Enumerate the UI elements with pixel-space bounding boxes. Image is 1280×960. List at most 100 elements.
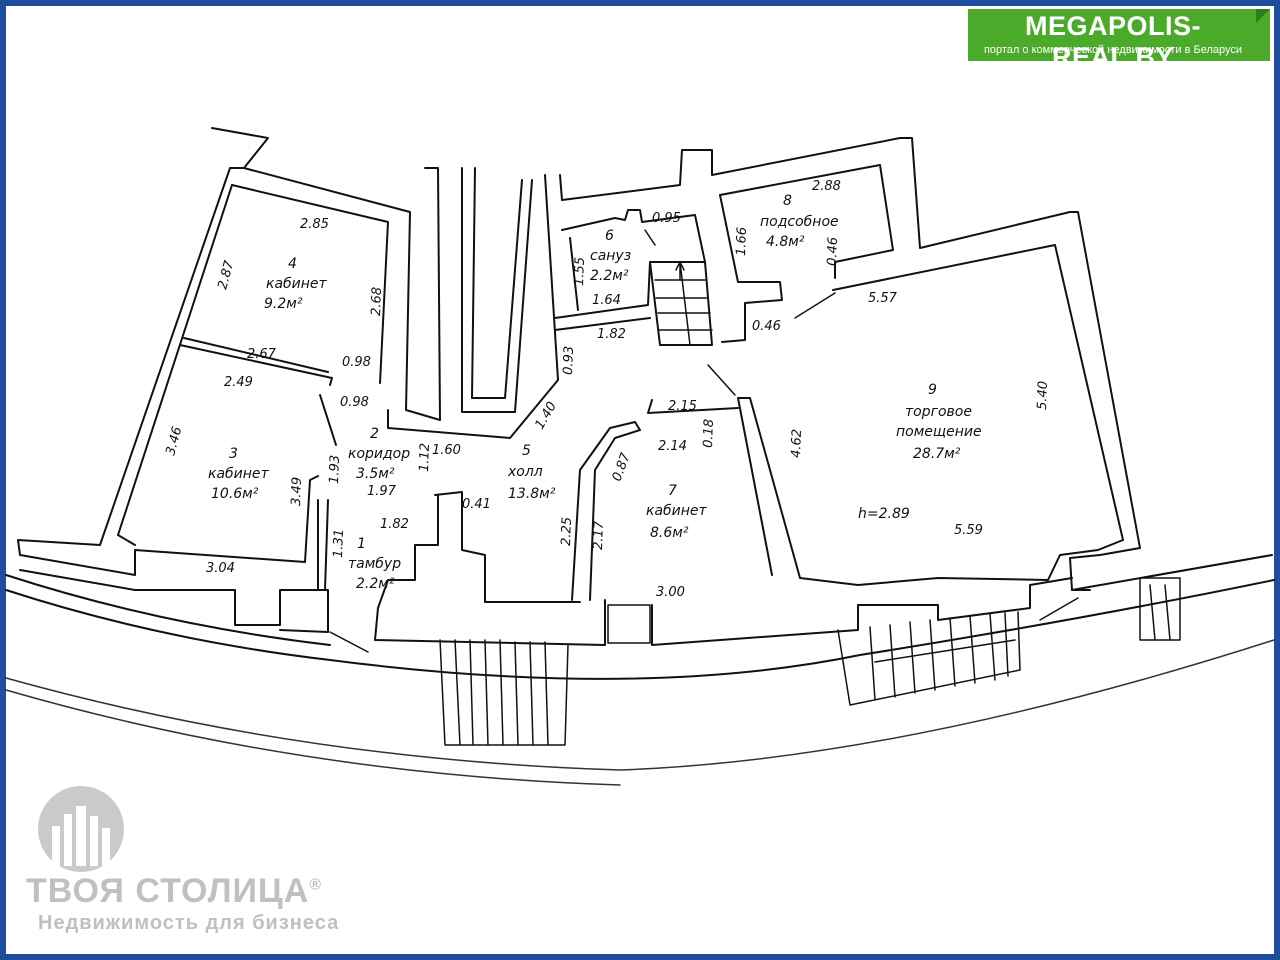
wall-left-inner (117, 184, 233, 546)
room-8-number: 8 (783, 193, 792, 209)
brand-name: MEGAPOLIS-REAL.BY (1024, 11, 1201, 72)
room-9-name-2: помещение (896, 424, 982, 440)
dim-1-55: 1.55 (572, 257, 588, 286)
dim-0-98a: 0.98 (342, 355, 371, 370)
wall-upper-mid (559, 137, 1141, 591)
dim-3-46: 3.46 (163, 425, 185, 457)
door-arc-3 (1039, 597, 1079, 621)
dim-2-17: 2.17 (591, 520, 607, 550)
dim-2-87: 2.87 (215, 258, 237, 291)
watermark-title-text: ТВОЯ СТОЛИЦА (26, 872, 310, 910)
room-2-area: 3.5м² (356, 466, 395, 482)
plan-frame (6, 6, 1274, 954)
dim-0-87: 0.87 (610, 450, 634, 483)
dim-1-82b: 1.82 (597, 327, 626, 342)
sidewalk-curve-2 (5, 689, 621, 786)
room-7-name: кабинет (646, 503, 708, 519)
wall-entrance-tamb (317, 499, 329, 591)
wall-stairs-box (649, 261, 713, 346)
ceiling-height: h=2.89 (858, 506, 910, 522)
wall-hall-bottom (554, 317, 651, 331)
registered-mark: ® (309, 876, 323, 894)
sidewalk-curve (5, 639, 1275, 771)
wall-front-right2 (1071, 554, 1273, 591)
dim-3-00: 3.00 (656, 585, 685, 600)
dim-2-25: 2.25 (559, 517, 575, 546)
brand-banner[interactable]: MEGAPOLIS-REAL.BY портал о коммерческой … (968, 9, 1270, 72)
dim-0-46b: 0.46 (752, 319, 781, 334)
front-stairs (439, 639, 569, 746)
wall-office8-left (719, 194, 783, 343)
room-7-area: 8.6м² (650, 525, 689, 541)
door-arc-5 (644, 229, 656, 246)
wall-room9-inner (737, 244, 1124, 586)
dim-2-68: 2.68 (369, 287, 385, 316)
wall-left-outer (17, 127, 319, 576)
dim-1-64: 1.64 (592, 293, 621, 308)
dim-1-60: 1.60 (432, 443, 461, 458)
room-3-number: 3 (229, 446, 238, 462)
dim-0-41: 0.41 (462, 497, 491, 512)
wall-partition-34b (183, 337, 329, 373)
room-9-number: 9 (928, 382, 937, 398)
room-2-name: коридор (348, 446, 410, 462)
room-3-area: 10.6м² (211, 486, 259, 502)
facade-curve-outer (5, 579, 1275, 680)
dimension-labels: 2.85 2.87 2.68 2.67 2.49 0.98 0.98 3.46 … (163, 179, 1051, 600)
wall-corridor-right (319, 394, 337, 446)
dim-1-93: 1.93 (327, 455, 343, 484)
room-4-number: 4 (288, 256, 297, 272)
wall-office7-left (571, 421, 641, 601)
dim-0-95: 0.95 (652, 211, 681, 226)
room-6-area: 2.2м² (590, 268, 629, 284)
watermark-title: ТВОЯ СТОЛИЦА® (26, 872, 322, 911)
banner-fold-corner (1256, 9, 1270, 23)
dim-0-98b: 0.98 (340, 395, 369, 410)
door-arc-1 (329, 631, 369, 653)
room-9-area: 28.7м² (913, 446, 961, 462)
wall-sanuz-inner (569, 237, 579, 311)
wall-entrance (374, 494, 606, 646)
building-logo-icon (38, 786, 124, 872)
dim-1-31: 1.31 (331, 529, 347, 558)
dim-1-12: 1.12 (417, 443, 433, 472)
dim-3-49: 3.49 (289, 477, 305, 506)
dim-0-46a: 0.46 (825, 237, 841, 266)
room-3-name: кабинет (208, 466, 270, 482)
dim-1-66: 1.66 (734, 227, 750, 256)
dim-2-85: 2.85 (300, 217, 329, 232)
room-8-area: 4.8м² (766, 234, 805, 250)
dim-1-97: 1.97 (367, 484, 397, 499)
dim-0-18: 0.18 (701, 419, 717, 448)
dim-0-93: 0.93 (561, 346, 577, 375)
interior-stairs (654, 261, 713, 346)
door-arc-2 (707, 364, 736, 396)
wall-partition-34 (179, 344, 333, 386)
dim-2-14: 2.14 (658, 439, 687, 454)
dim-2-67: 2.67 (247, 347, 277, 362)
right-stairs (837, 611, 1021, 706)
wall-front-left (19, 569, 329, 633)
room-6-name: сануз (590, 248, 631, 264)
room-1-number: 1 (357, 536, 366, 552)
room-7-number: 7 (668, 483, 677, 499)
room-5-number: 5 (522, 443, 531, 459)
dim-5-59: 5.59 (954, 523, 983, 538)
dim-2-88: 2.88 (812, 179, 841, 194)
wall-sanuz (554, 209, 706, 319)
dim-5-57: 5.57 (868, 291, 898, 306)
room-4-area: 9.2м² (264, 296, 303, 312)
wall-office8 (719, 164, 894, 279)
room-labels: 4 кабинет 9.2м² 3 кабинет 10.6м² 2 корид… (208, 193, 982, 592)
room-1-name: тамбур (348, 556, 401, 572)
room-5-area: 13.8м² (508, 486, 556, 502)
wall-shaft-right (387, 174, 559, 439)
room-2-number: 2 (370, 426, 379, 442)
door-arc-4 (794, 292, 836, 319)
watermark-subtitle: Недвижимость для бизнеса (38, 912, 340, 934)
dim-3-04: 3.04 (206, 561, 235, 576)
dim-5-40: 5.40 (1035, 381, 1051, 410)
dim-1-82a: 1.82 (380, 517, 409, 532)
room-5-name: холл (507, 464, 543, 480)
